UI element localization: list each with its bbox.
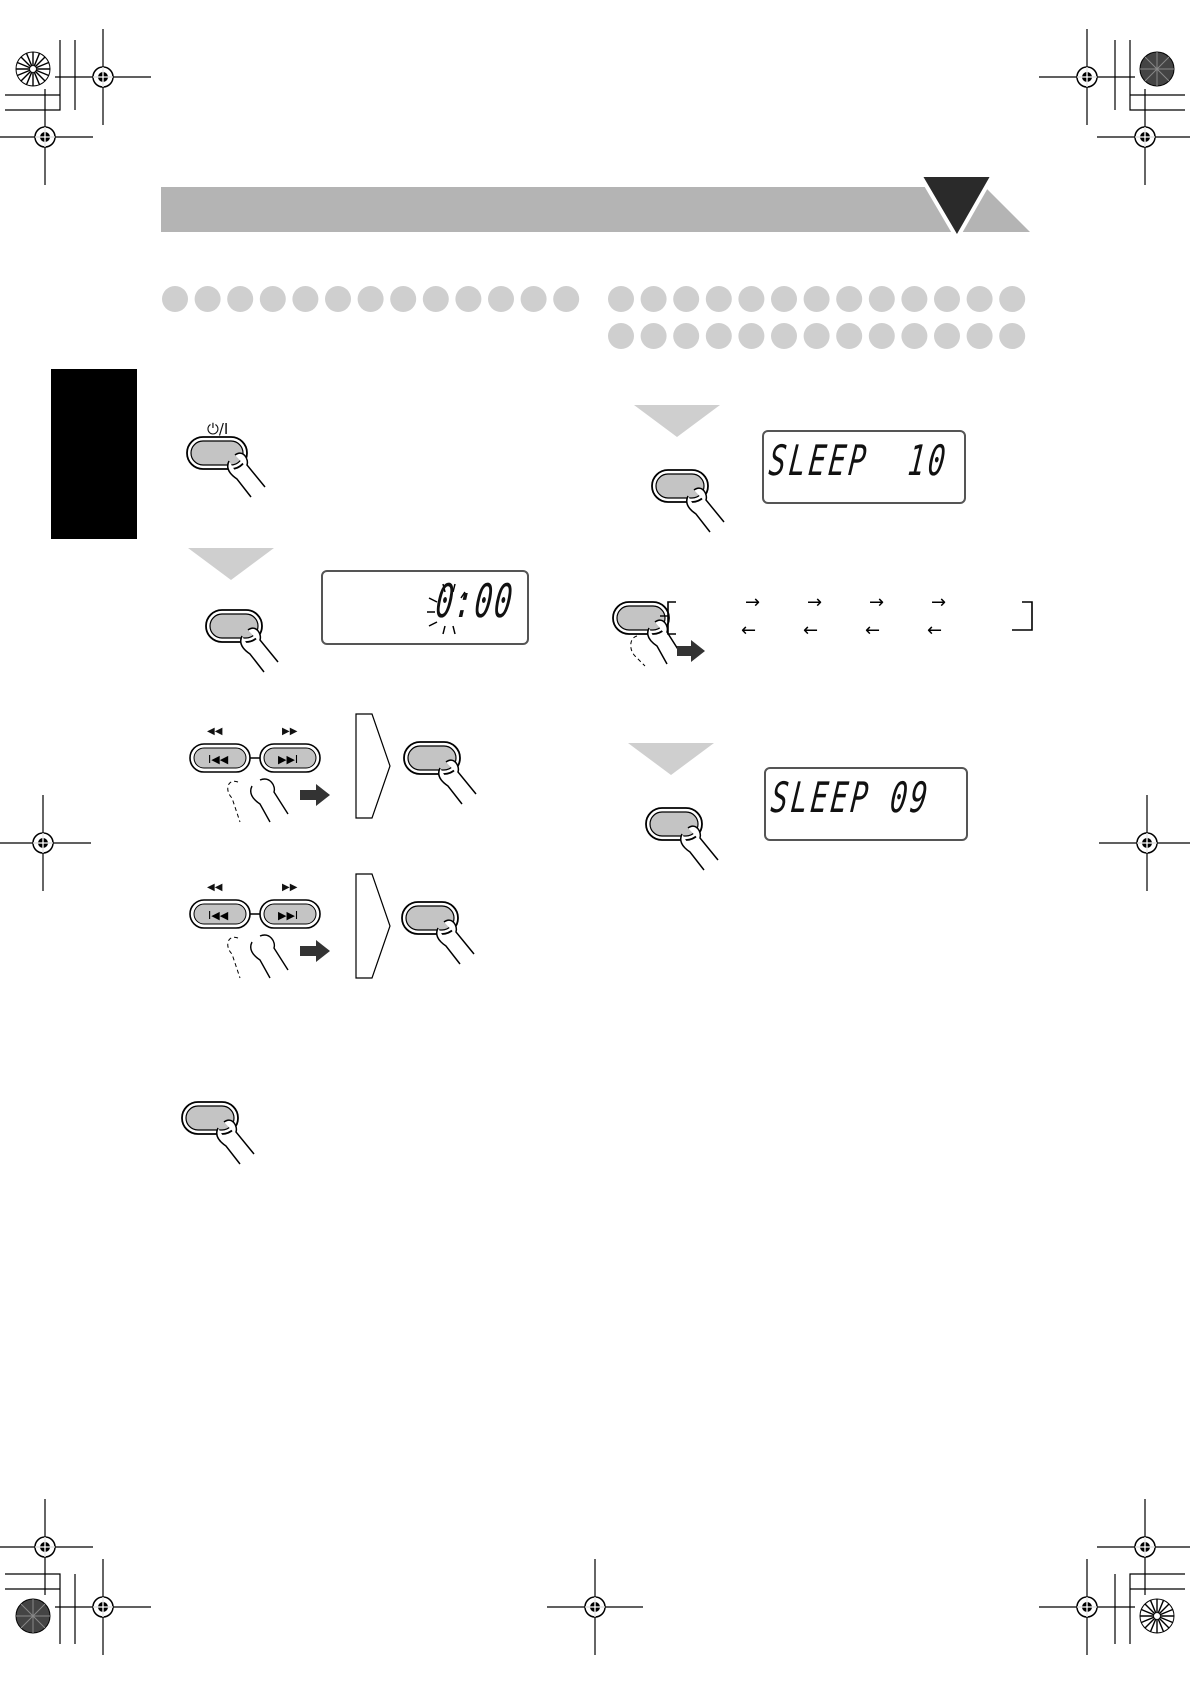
svg-text:▶▶I: ▶▶I	[278, 753, 298, 766]
final-button[interactable]	[180, 1100, 280, 1170]
placeholder-dot	[390, 286, 417, 312]
ff-symbol-label-2: ▶▶	[282, 882, 298, 893]
next-step-chevron-1	[355, 713, 391, 819]
placeholder-dot	[520, 286, 547, 312]
power-button[interactable]	[185, 435, 285, 505]
confirm-button-2[interactable]	[400, 900, 500, 970]
cycle-arrow-right-icon: →	[931, 592, 946, 613]
cycle-arrow-left-icon: ←	[741, 620, 756, 641]
placeholder-dot	[771, 323, 797, 349]
sleep-display-2-text: SLEEP 09	[768, 773, 933, 823]
clock-display: 0:00	[321, 570, 529, 645]
right-heading-dots-row1	[608, 286, 1026, 312]
sleep-display-1: SLEEP 10	[762, 430, 966, 504]
right-heading-dots-row2	[608, 323, 1026, 349]
clock-display-text: 0:00	[433, 574, 517, 629]
step-down-arrow	[188, 548, 274, 580]
clock-button[interactable]	[204, 608, 304, 678]
placeholder-dot	[608, 323, 634, 349]
left-heading-dots	[162, 286, 580, 312]
sleep-display-2: SLEEP 09	[764, 767, 968, 841]
power-symbol-label: ⏻/I	[207, 420, 229, 438]
placeholder-dot	[608, 286, 634, 312]
cycle-arrow-right-icon: →	[745, 592, 760, 613]
skip-buttons-pair-2[interactable]: I◀◀ ▶▶I	[188, 898, 338, 988]
confirm-button-1[interactable]	[402, 740, 502, 810]
next-step-chevron-2	[355, 873, 391, 979]
placeholder-dot	[422, 286, 449, 312]
placeholder-dot	[868, 286, 895, 312]
placeholder-dot	[640, 286, 667, 312]
cycle-arrow-right-icon: →	[807, 592, 822, 613]
svg-text:I◀◀: I◀◀	[208, 753, 229, 766]
sleep-display-1-text: SLEEP 10	[766, 436, 951, 486]
ff-symbol-label: ▶▶	[282, 726, 298, 737]
placeholder-dot	[162, 286, 188, 312]
sleep-step-down-arrow-2	[628, 743, 714, 775]
placeholder-dot	[901, 323, 928, 349]
placeholder-dot	[771, 286, 797, 312]
sleep-button-2[interactable]	[644, 806, 744, 876]
section-header-bar	[161, 173, 1030, 242]
placeholder-dot	[901, 286, 928, 312]
placeholder-dot	[738, 323, 765, 349]
placeholder-dot	[966, 323, 993, 349]
placeholder-dot	[836, 323, 863, 349]
placeholder-dot	[357, 286, 384, 312]
placeholder-dot	[836, 286, 863, 312]
placeholder-dot	[966, 286, 993, 312]
placeholder-dot	[455, 286, 482, 312]
placeholder-dot	[553, 286, 580, 312]
placeholder-dot	[803, 286, 830, 312]
placeholder-dot	[488, 286, 514, 312]
sleep-button-cycle[interactable]	[611, 600, 711, 670]
svg-text:▶▶I: ▶▶I	[278, 909, 298, 922]
language-tab	[51, 369, 137, 539]
placeholder-dot	[999, 323, 1026, 349]
placeholder-dot	[259, 286, 286, 312]
placeholder-dot	[999, 286, 1026, 312]
placeholder-dot	[738, 286, 765, 312]
cycle-arrow-left-icon: ←	[927, 620, 942, 641]
placeholder-dot	[868, 323, 895, 349]
placeholder-dot	[803, 323, 830, 349]
rew-symbol-label-2: ◀◀	[207, 882, 223, 893]
sleep-button-1[interactable]	[650, 468, 750, 538]
placeholder-dot	[934, 323, 960, 349]
placeholder-dot	[673, 323, 700, 349]
placeholder-dot	[673, 286, 700, 312]
blink-indicator-icon	[427, 583, 466, 635]
placeholder-dot	[194, 286, 221, 312]
skip-buttons-pair-1[interactable]: I◀◀ ▶▶I	[188, 742, 338, 832]
placeholder-dot	[227, 286, 254, 312]
placeholder-dot	[325, 286, 351, 312]
cycle-arrow-right-icon: →	[869, 592, 884, 613]
placeholder-dot	[292, 286, 319, 312]
sleep-step-down-arrow	[634, 405, 720, 437]
placeholder-dot	[934, 286, 960, 312]
placeholder-dot	[705, 286, 732, 312]
svg-text:I◀◀: I◀◀	[208, 909, 229, 922]
placeholder-dot	[705, 323, 732, 349]
cycle-arrow-left-icon: ←	[865, 620, 880, 641]
cycle-arrow-left-icon: ←	[803, 620, 818, 641]
sleep-cycle-diagram: → ← → ← → ← → ←	[660, 592, 1033, 641]
placeholder-dot	[640, 323, 667, 349]
rew-symbol-label: ◀◀	[207, 726, 223, 737]
